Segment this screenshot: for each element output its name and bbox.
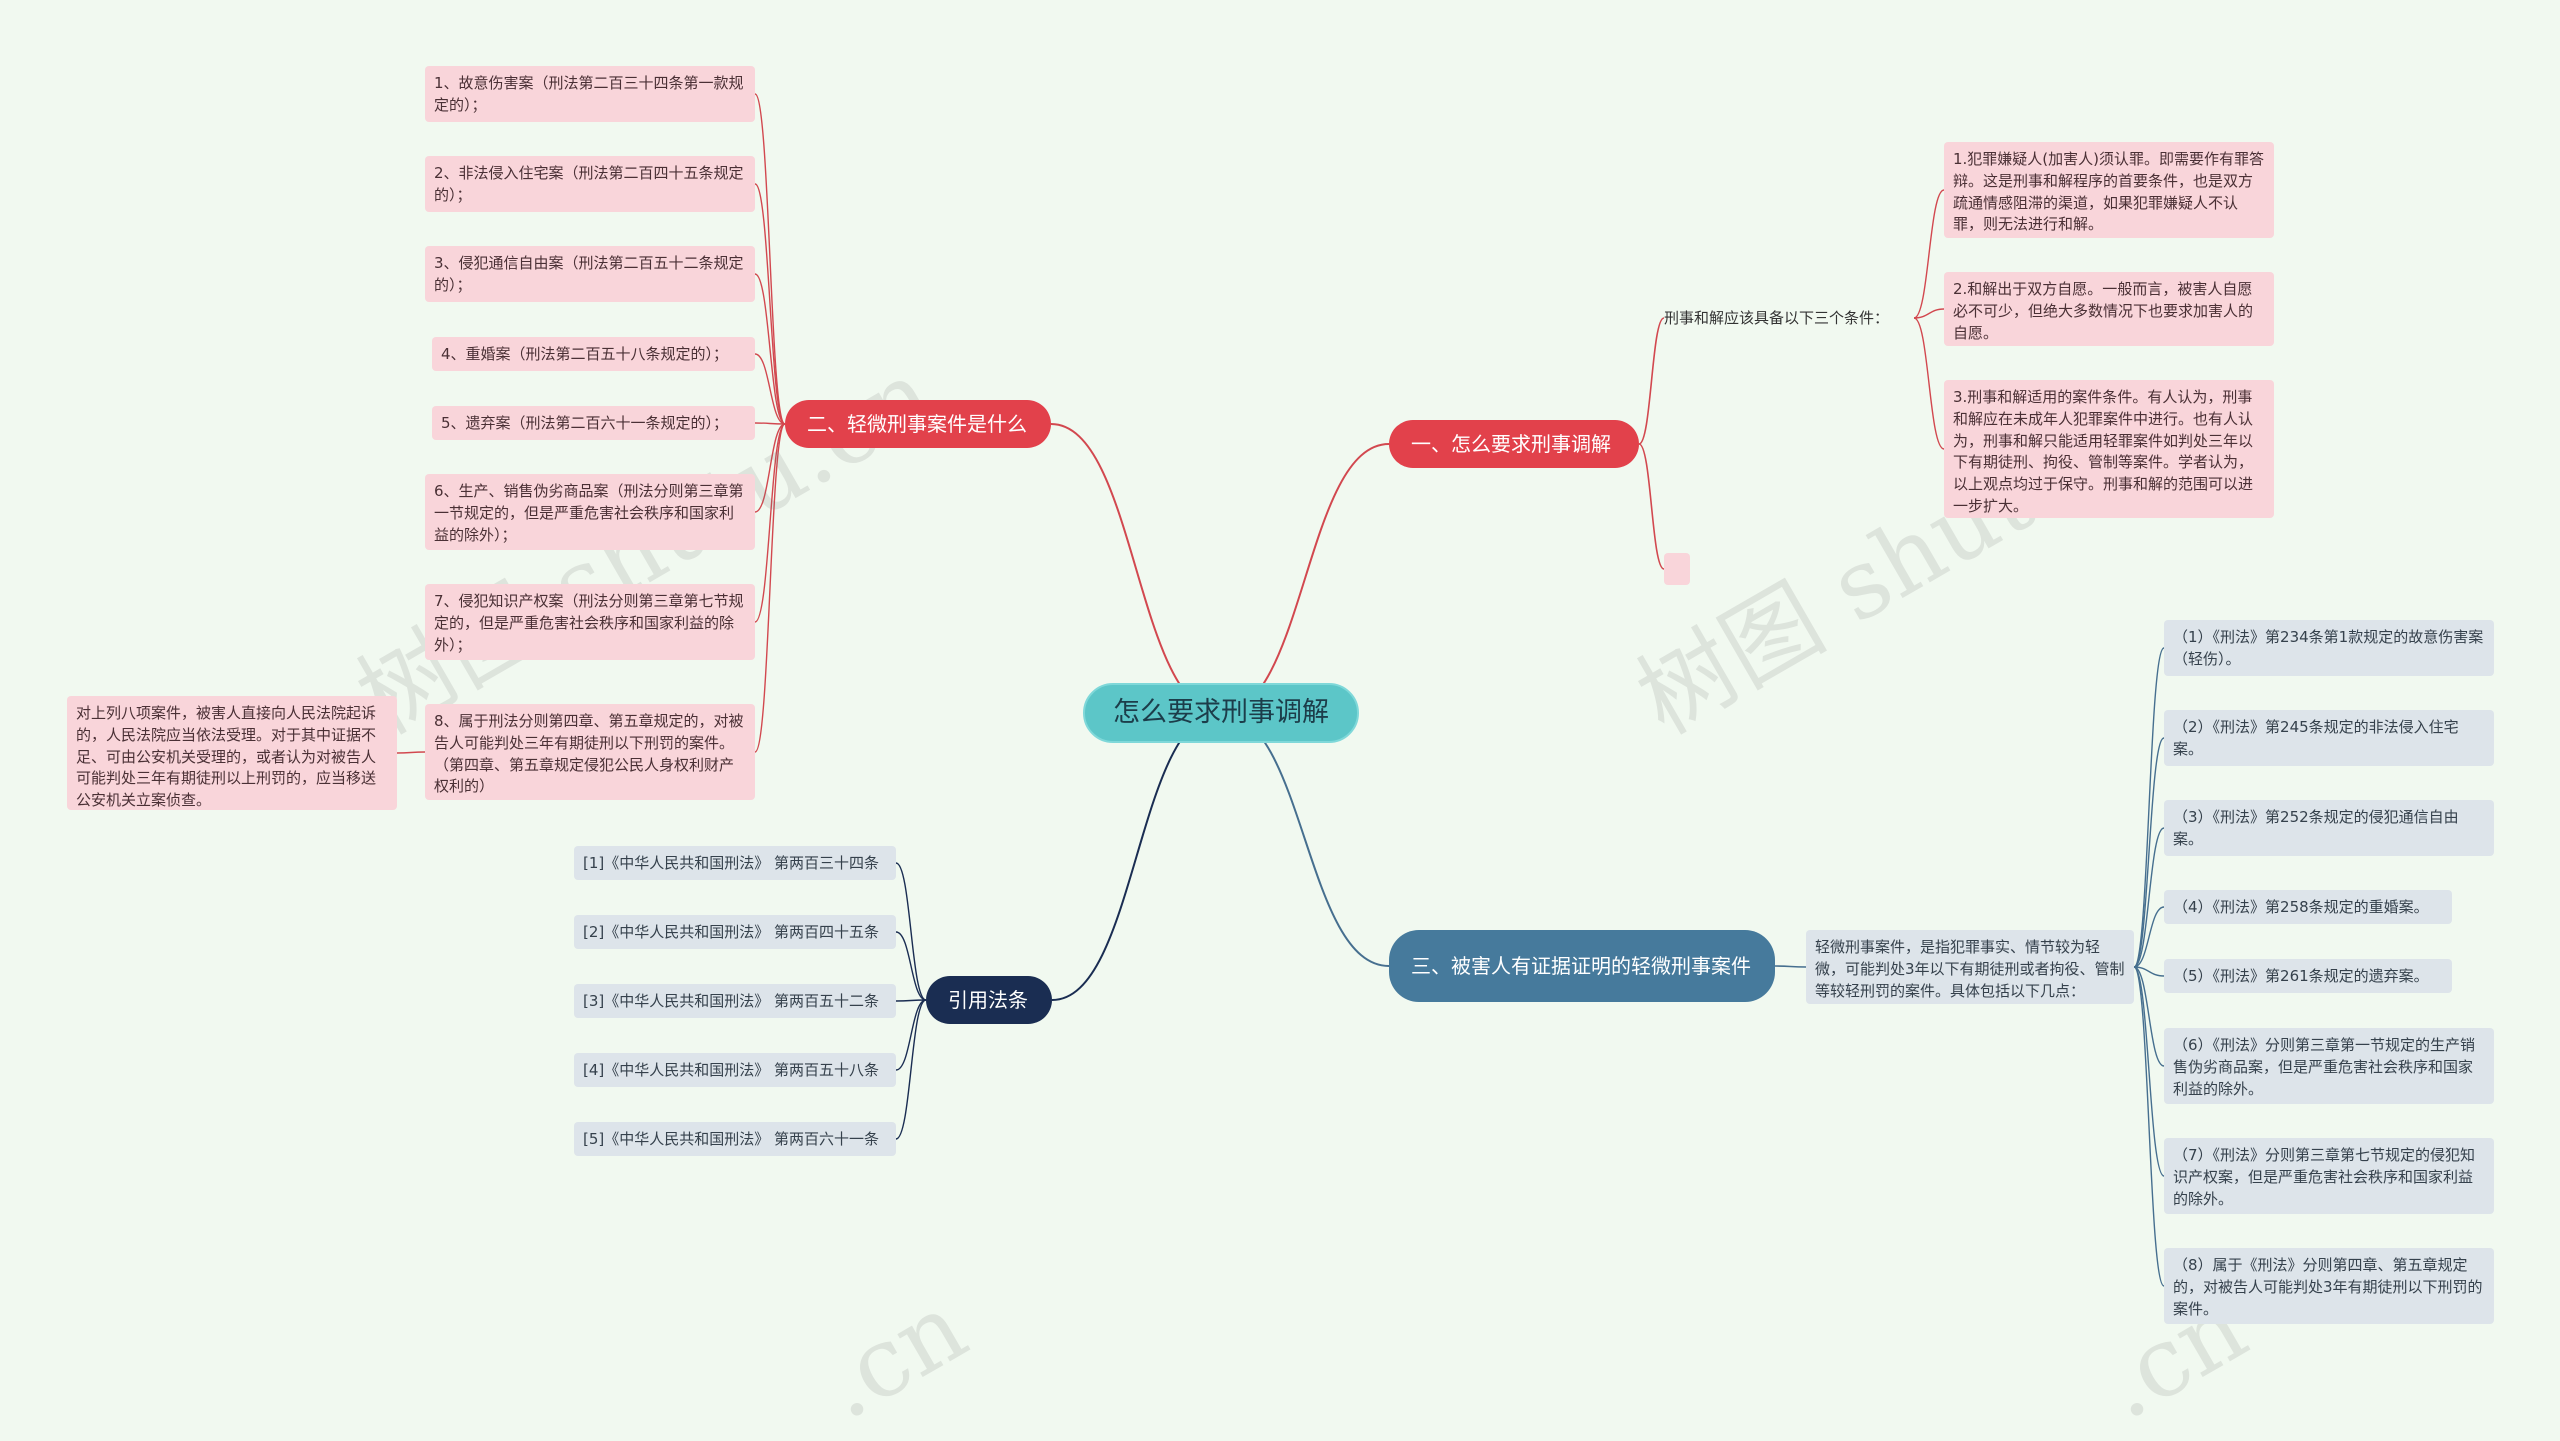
- branch2-note[interactable]: 对上列八项案件，被害人直接向人民法院起诉的，人民法院应当依法受理。对于其中证据不…: [67, 696, 397, 810]
- law-ref-1[interactable]: [1]《中华人民共和国刑法》 第两百三十四条: [574, 846, 896, 880]
- branch3-item-3[interactable]: （3）《刑法》第252条规定的侵犯通信自由案。: [2164, 800, 2494, 856]
- link-branch4-item-1: [895, 862, 927, 1001]
- link-branch2-note: [396, 751, 426, 754]
- link-branch4-item-2: [895, 931, 927, 1001]
- link-branch2-item-6: [754, 423, 786, 513]
- branch3-item-8[interactable]: （8）属于《刑法》分则第四章、第五章规定的，对被告人可能判处3年有期徒刑以下刑罚…: [2164, 1248, 2494, 1324]
- branch2-item-7[interactable]: 7、侵犯知识产权案（刑法分则第三章第七节规定的，但是严重危害社会秩序和国家利益的…: [425, 584, 755, 660]
- branch3-item-5[interactable]: （5）《刑法》第261条规定的遗弃案。: [2164, 959, 2452, 993]
- branch2-item-3[interactable]: 3、侵犯通信自由案（刑法第二百五十二条规定的）；: [425, 246, 755, 302]
- connector-lines: [396, 93, 2165, 1287]
- branch2-item-2[interactable]: 2、非法侵入住宅案（刑法第二百四十五条规定的）；: [425, 156, 755, 212]
- branch3-subtopic[interactable]: 轻微刑事案件，是指犯罪事实、情节较为轻微，可能判处3年以下有期徒刑或者拘役、管制…: [1806, 930, 2134, 1004]
- law-ref-3[interactable]: [3]《中华人民共和国刑法》 第两百五十二条: [574, 984, 896, 1018]
- link-root-branch4: [1051, 712, 1222, 1001]
- link-branch3-item-8: [2133, 966, 2165, 1287]
- branch1-item-1[interactable]: 1.犯罪嫌疑人(加害人)须认罪。即需要作有罪答辩。这是刑事和解程序的首要条件，也…: [1944, 142, 2274, 238]
- branch1-topic[interactable]: 一、怎么要求刑事调解: [1389, 420, 1639, 468]
- link-root-branch2: [1050, 423, 1222, 714]
- link-branch3-item-6: [2133, 966, 2165, 1067]
- link-branch3-sub: [1774, 965, 1807, 968]
- link-root-branch3: [1220, 712, 1390, 967]
- branch3-item-7[interactable]: （7）《刑法》分则第三章第七节规定的侵犯知识产权案，但是严重危害社会秩序和国家利…: [2164, 1138, 2494, 1214]
- branch2-item-4[interactable]: 4、重婚案（刑法第二百五十八条规定的）；: [432, 337, 755, 371]
- link-branch2-item-7: [754, 423, 786, 623]
- link-branch3-item-5: [2133, 966, 2165, 977]
- link-branch1-item-3: [1913, 317, 1945, 450]
- link-branch3-item-3: [2133, 827, 2165, 968]
- branch2-item-1[interactable]: 1、故意伤害案（刑法第二百三十四条第一款规定的）；: [425, 66, 755, 122]
- branch1-empty-item[interactable]: [1664, 553, 1690, 585]
- branch2-item-8[interactable]: 8、属于刑法分则第四章、第五章规定的，对被告人可能判处三年有期徒刑以下刑罚的案件…: [425, 704, 755, 800]
- branch2-item-6[interactable]: 6、生产、销售伪劣商品案（刑法分则第三章第一节规定的，但是严重危害社会秩序和国家…: [425, 474, 755, 550]
- link-branch4-item-4: [895, 999, 927, 1071]
- link-branch2-item-1: [754, 93, 786, 425]
- law-ref-2[interactable]: [2]《中华人民共和国刑法》 第两百四十五条: [574, 915, 896, 949]
- link-branch2-item-3: [754, 273, 786, 425]
- root-topic[interactable]: 怎么要求刑事调解: [1083, 683, 1359, 743]
- branch3-item-6[interactable]: （6）《刑法》分则第三章第一节规定的生产销售伪劣商品案，但是严重危害社会秩序和国…: [2164, 1028, 2494, 1104]
- link-branch4-item-3: [895, 999, 927, 1002]
- branch3-topic[interactable]: 三、被害人有证据证明的轻微刑事案件: [1389, 930, 1775, 1002]
- mind-map: 树图 shutu.cn 树图 shutu.cn .cn .cn 怎么要求刑事调解…: [67, 66, 2494, 1441]
- branch4-topic[interactable]: 引用法条: [926, 976, 1052, 1024]
- branch3-item-1[interactable]: （1）《刑法》第234条第1款规定的故意伤害案（轻伤）。: [2164, 620, 2494, 676]
- branch3-item-4[interactable]: （4）《刑法》第258条规定的重婚案。: [2164, 890, 2452, 924]
- link-branch2-item-4: [754, 353, 786, 425]
- branch2-topic[interactable]: 二、轻微刑事案件是什么: [785, 400, 1051, 448]
- link-branch2-item-2: [754, 183, 786, 425]
- branch1-item-3[interactable]: 3.刑事和解适用的案件条件。有人认为，刑事和解应在未成年人犯罪案件中进行。也有人…: [1944, 380, 2274, 518]
- link-branch3-item-4: [2133, 906, 2165, 968]
- branch1-subtopic[interactable]: 刑事和解应该具备以下三个条件：: [1664, 309, 1890, 327]
- branch1-item-2[interactable]: 2.和解出于双方自愿。一般而言，被害人自愿必不可少，但绝大多数情况下也要求加害人…: [1944, 272, 2274, 346]
- link-branch1-sub: [1638, 317, 1665, 445]
- link-branch3-item-7: [2133, 966, 2165, 1177]
- link-root-branch1: [1220, 443, 1390, 714]
- law-ref-4[interactable]: [4]《中华人民共和国刑法》 第两百五十八条: [574, 1053, 896, 1087]
- link-branch1-empty: [1638, 443, 1665, 570]
- link-branch1-item-1: [1913, 189, 1945, 319]
- link-branch3-item-2: [2133, 737, 2165, 968]
- link-branch2-item-5: [754, 422, 786, 425]
- link-branch3-item-1: [2133, 647, 2165, 968]
- branch2-item-5[interactable]: 5、遗弃案（刑法第二百六十一条规定的）；: [432, 406, 755, 440]
- link-branch2-item-8: [754, 423, 786, 753]
- link-branch1-item-2: [1913, 308, 1945, 319]
- law-ref-5[interactable]: [5]《中华人民共和国刑法》 第两百六十一条: [574, 1122, 896, 1156]
- link-branch4-item-5: [895, 999, 927, 1140]
- branch3-item-2[interactable]: （2）《刑法》第245条规定的非法侵入住宅案。: [2164, 710, 2494, 766]
